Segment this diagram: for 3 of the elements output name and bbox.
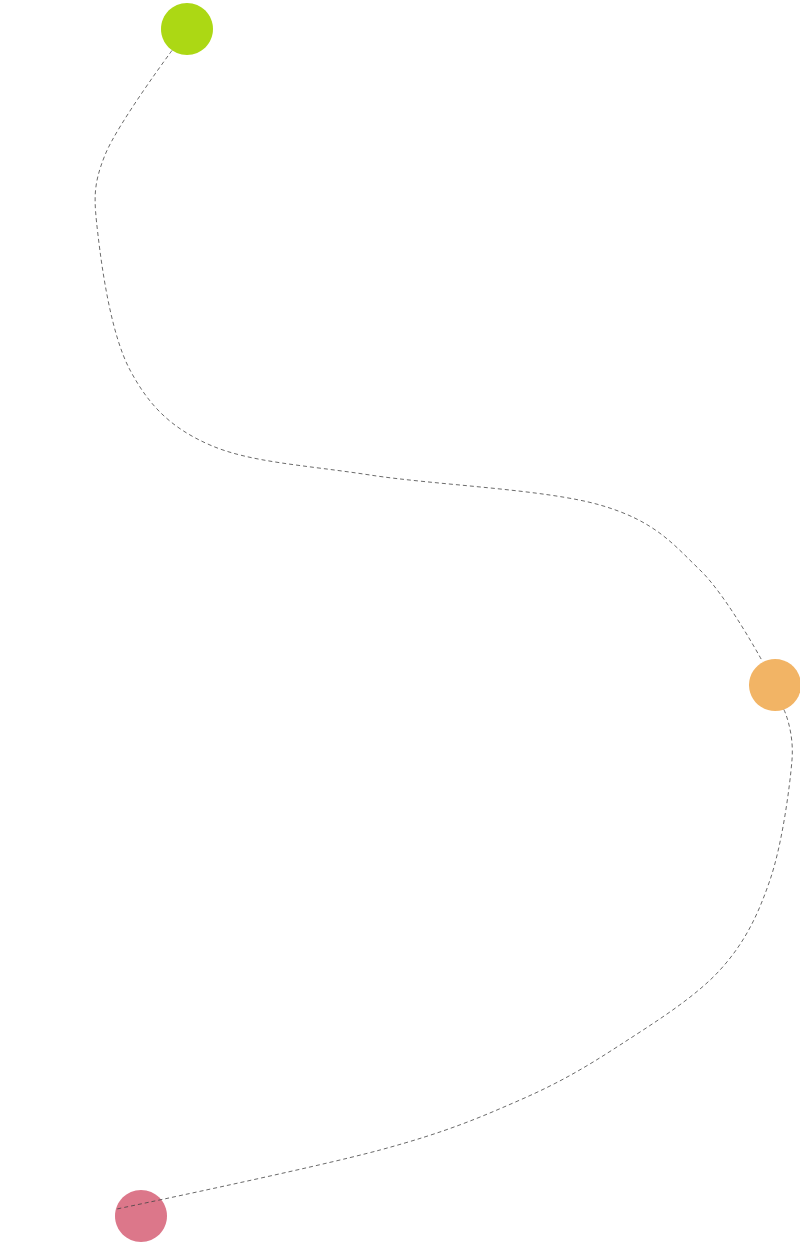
dot <box>161 3 213 55</box>
dashed-path <box>115 709 793 1210</box>
dot <box>115 1190 167 1242</box>
